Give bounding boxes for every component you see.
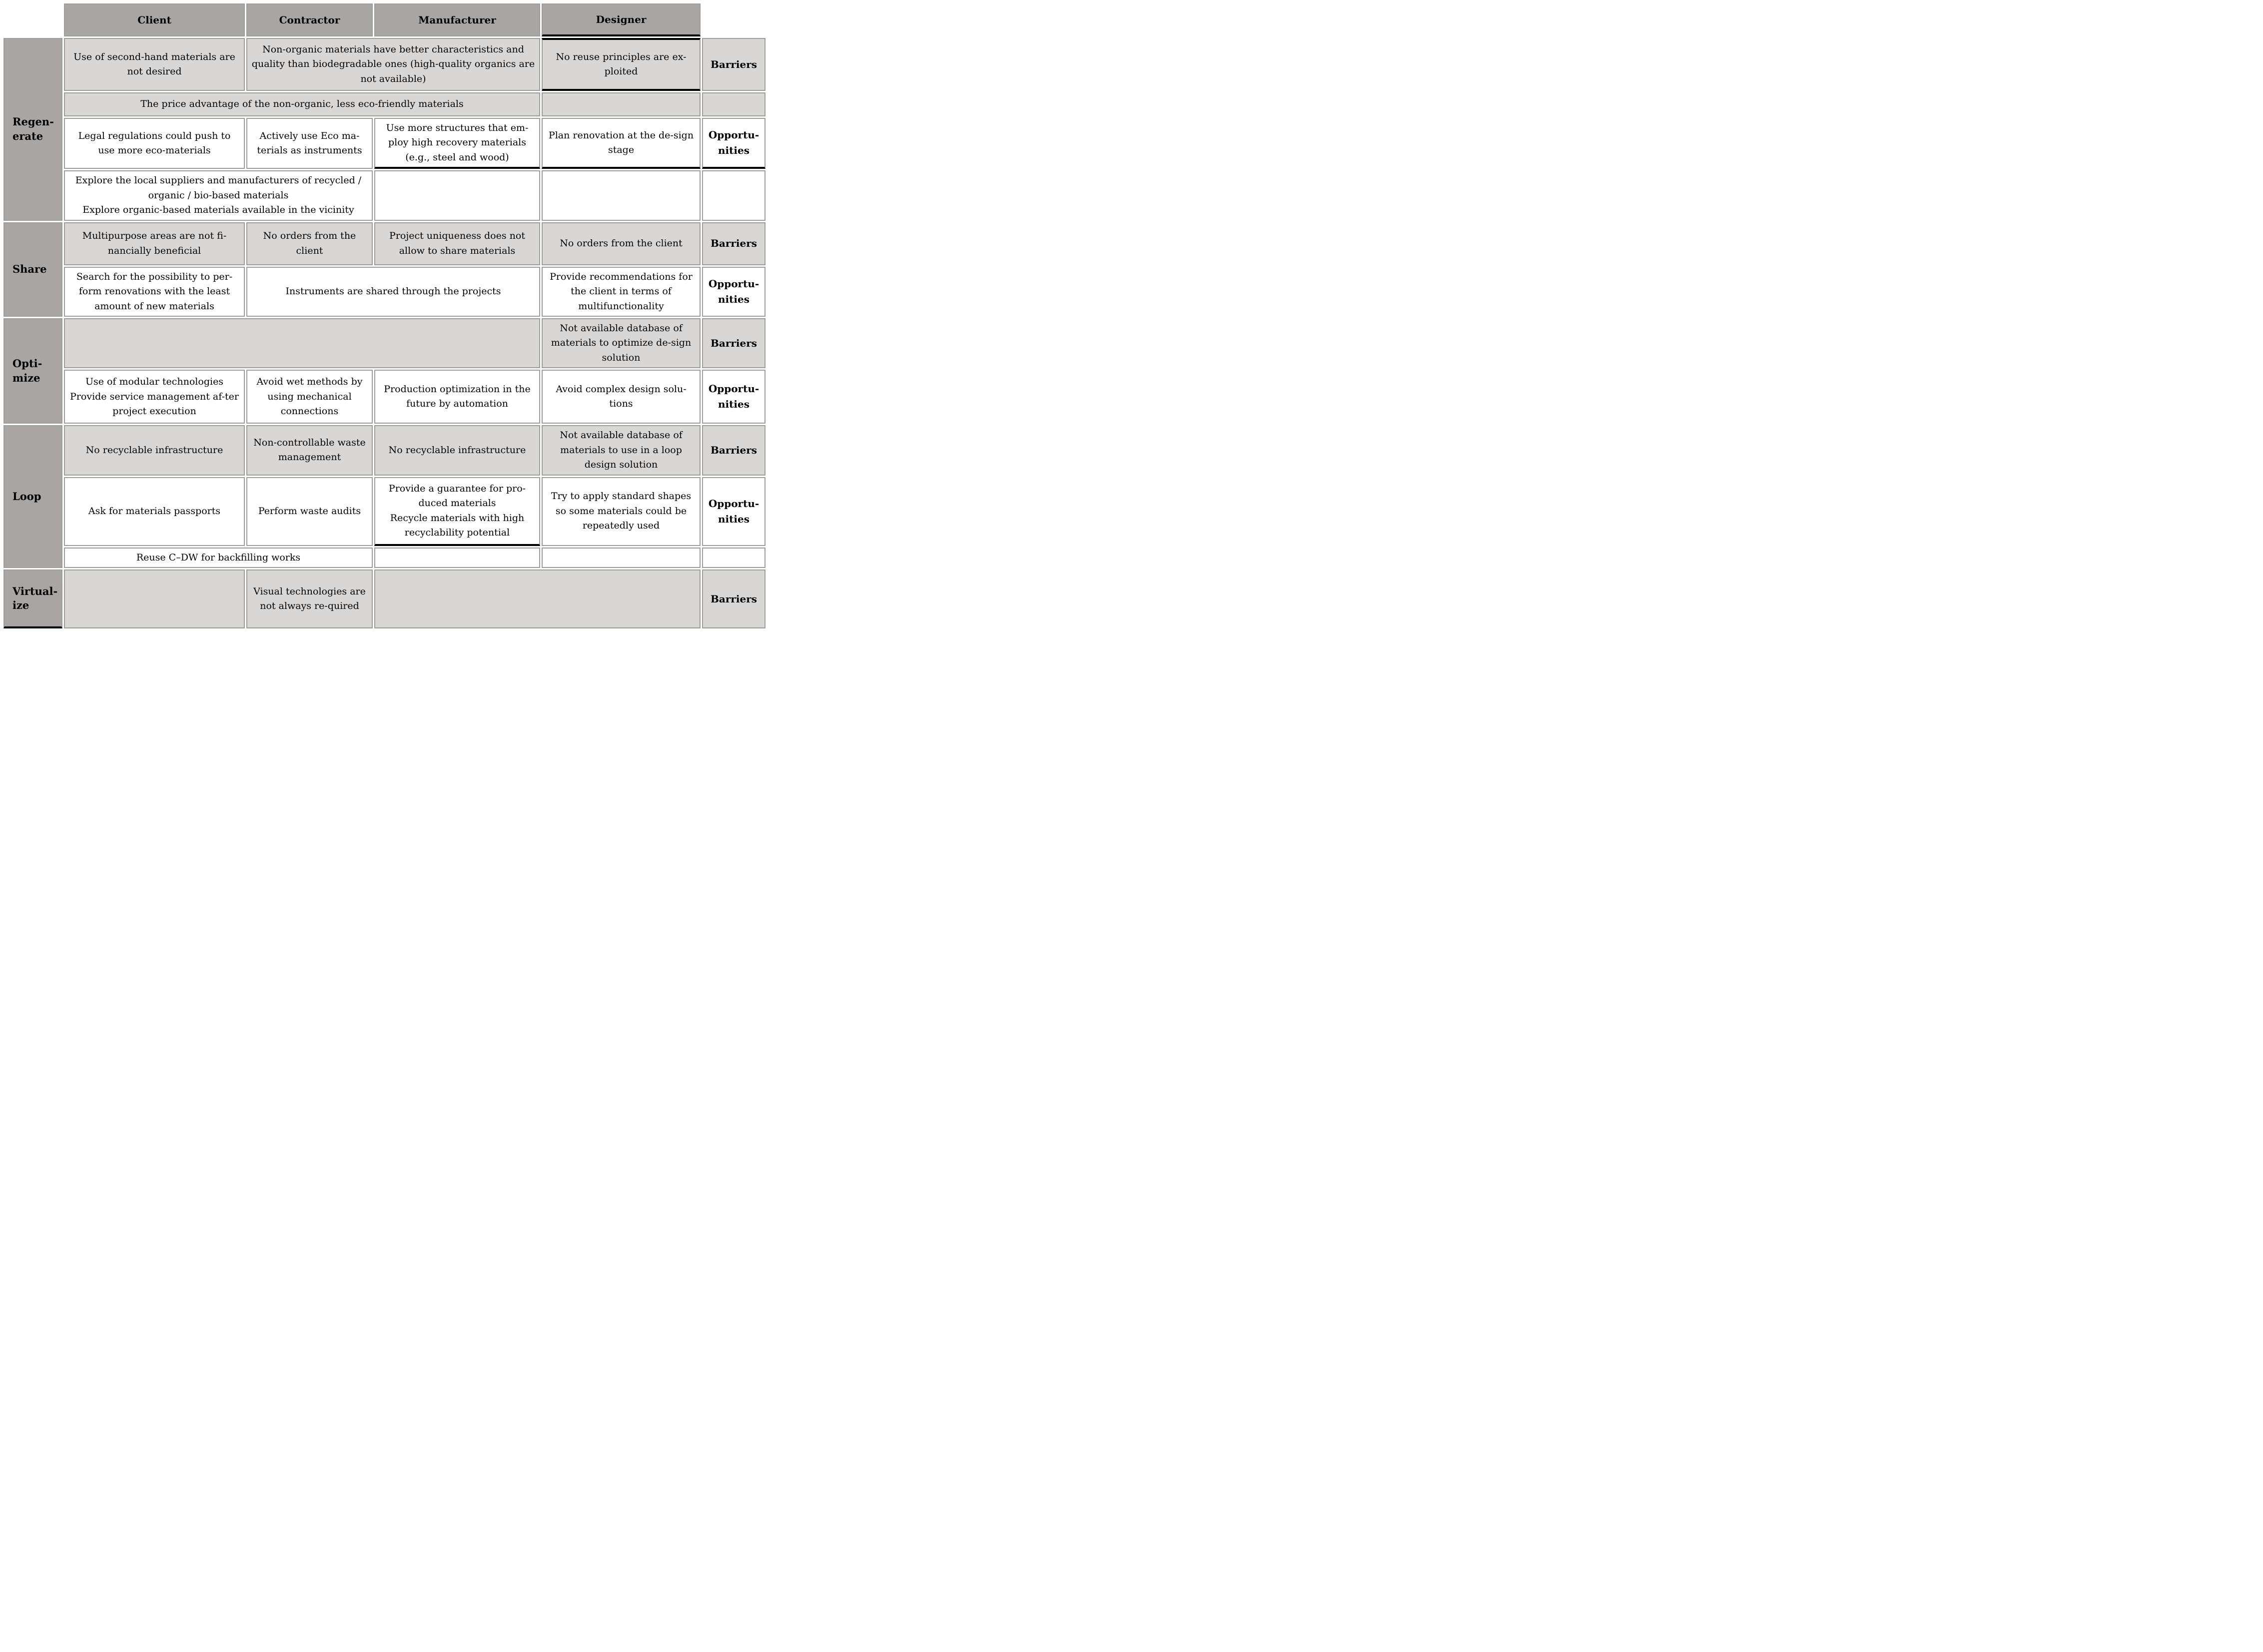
cell-virtualize-barrier-client-empty (64, 569, 245, 628)
cell-optimize-barrier-designer: Not available database of materials to o… (542, 318, 701, 369)
row-label-optimize: Opti-mize (3, 318, 62, 424)
row-type-label-barriers: Barriers (702, 222, 765, 265)
col-header-designer: Designer (542, 3, 701, 36)
table-row: Reuse C–DW for backfilling works (3, 547, 765, 568)
cell-loop-opp-client: Ask for materials passports (64, 477, 245, 546)
row-label-virtualize: Virtual-ize (3, 569, 62, 628)
cell-regenerate-opp-manufacturer-empty (374, 170, 540, 221)
paper-table-figure: Client Contractor Manufacturer Designer … (0, 0, 765, 635)
row-label-share: Share (3, 222, 62, 317)
table-row: Virtual-ize Visual technologies are not … (3, 569, 765, 628)
col-header-manufacturer: Manufacturer (374, 3, 540, 36)
cell-regenerate-barrier-price: The price advantage of the non-organic, … (64, 92, 540, 116)
cell-optimize-opp-designer: Avoid complex design solu-tions (542, 370, 701, 424)
cell-optimize-opp-contractor: Avoid wet methods by using mechanical co… (246, 370, 373, 424)
cell-share-barrier-contractor: No orders from the client (246, 222, 373, 265)
cell-regenerate-opp-client: Legal regulations could push to use more… (64, 118, 245, 169)
type-header-cell (702, 3, 765, 36)
cell-share-opp-designer: Provide recommendations for the client i… (542, 266, 701, 317)
cell-optimize-opp-client: Use of modular technologies Provide serv… (64, 370, 245, 424)
cell-regenerate-barrier-designer: No reuse principles are ex-ploited (542, 38, 701, 91)
table-row: Loop No recyclable infrastructure Non-co… (3, 425, 765, 568)
row-label-loop: Loop (3, 425, 62, 568)
corner-cell (3, 3, 62, 36)
cell-loop-barrier-designer: Not available database of materials to u… (542, 425, 701, 476)
cell-regenerate-opp-manufacturer: Use more structures that em-ploy high re… (374, 118, 540, 169)
cell-loop-manufacturer-empty (374, 547, 540, 568)
row-type-label-barriers: Barriers (702, 569, 765, 628)
cell-virtualize-barrier-manufacturer-designer-empty (374, 569, 701, 628)
cell-share-opp-client: Search for the possibility to per-form r… (64, 266, 245, 317)
cell-loop-opp-contractor: Perform waste audits (246, 477, 373, 546)
row-label-regenerate: Regen-erate (3, 38, 62, 221)
barriers-opportunities-table: Client Contractor Manufacturer Designer … (2, 2, 767, 630)
col-header-contractor: Contractor (246, 3, 373, 36)
cell-regenerate-opp-explore: Explore the local suppliers and manufact… (64, 170, 373, 221)
row-type-label-empty (702, 92, 765, 116)
cell-share-barrier-designer: No orders from the client (542, 222, 701, 265)
row-type-label-opportunities: Opportu-nities (702, 266, 765, 317)
table-row: Share Multipurpose areas are not fi-nanc… (3, 222, 765, 317)
cell-loop-designer-empty (542, 547, 701, 568)
cell-loop-barrier-contractor: Non-controllable waste management (246, 425, 373, 476)
row-type-label-opportunities: Opportu-nities (702, 118, 765, 169)
cell-share-barrier-manufacturer: Project uniqueness does not allow to sha… (374, 222, 540, 265)
cell-share-barrier-client: Multipurpose areas are not fi-nancially … (64, 222, 245, 265)
table-row: Ask for materials passports Perform wast… (3, 477, 765, 546)
table-row: The price advantage of the non-organic, … (3, 92, 765, 116)
row-type-label-barriers: Barriers (702, 318, 765, 369)
table-row: Use of modular technologies Provide serv… (3, 370, 765, 424)
table-row: Opti-mize Not available database of mate… (3, 318, 765, 424)
row-type-label-opportunities: Opportu-nities (702, 370, 765, 424)
row-type-label-barriers: Barriers (702, 38, 765, 91)
cell-regenerate-opp-contractor: Actively use Eco ma-terials as instrumen… (246, 118, 373, 169)
col-header-client: Client (64, 3, 245, 36)
cell-regenerate-barrier-client: Use of second-hand materials are not des… (64, 38, 245, 91)
row-type-label-opportunities: Opportu-nities (702, 477, 765, 546)
row-type-label-barriers: Barriers (702, 425, 765, 476)
cell-loop-opp-manufacturer: Provide a guarantee for pro-duced materi… (374, 477, 540, 546)
row-type-label-empty (702, 547, 765, 568)
cell-loop-opp-reuse: Reuse C–DW for backfilling works (64, 547, 373, 568)
cell-virtualize-barrier-contractor: Visual technologies are not always re-qu… (246, 569, 373, 628)
cell-loop-barrier-manufacturer: No recyclable infrastructure (374, 425, 540, 476)
table-row: Regen-erate Use of second-hand materials… (3, 38, 765, 221)
cell-regenerate-barrier-designer-empty (542, 92, 701, 116)
cell-optimize-barrier-client-contractor-manufacturer (64, 318, 540, 369)
cell-regenerate-opp-designer: Plan renovation at the de-sign stage (542, 118, 701, 169)
table-row: Legal regulations could push to use more… (3, 118, 765, 169)
table-row: Search for the possibility to per-form r… (3, 266, 765, 317)
cell-regenerate-opp-designer-empty (542, 170, 701, 221)
cell-loop-opp-designer: Try to apply standard shapes so some mat… (542, 477, 701, 546)
row-type-label-empty (702, 170, 765, 221)
table-row: Client Contractor Manufacturer Designer (3, 3, 765, 36)
cell-loop-barrier-client: No recyclable infrastructure (64, 425, 245, 476)
table-row: Explore the local suppliers and manufact… (3, 170, 765, 221)
cell-share-opp-contractor-manufacturer: Instruments are shared through the proje… (246, 266, 540, 317)
cell-regenerate-barrier-contractor-manufacturer: Non-organic materials have better charac… (246, 38, 540, 91)
cell-optimize-opp-manufacturer: Production optimization in the future by… (374, 370, 540, 424)
